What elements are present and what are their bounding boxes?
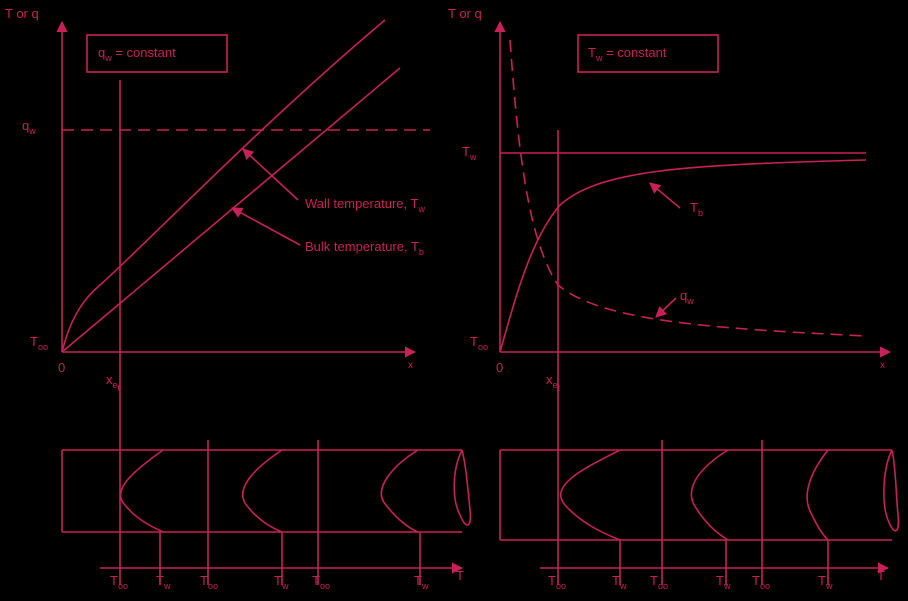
left-tick-tinf-1: Too bbox=[110, 573, 128, 591]
left-tick-tw-3: Tw bbox=[414, 573, 429, 591]
left-x-axis-label: x bbox=[408, 360, 413, 371]
right-t-axis-label: T bbox=[877, 568, 885, 583]
left-profile-2 bbox=[242, 449, 283, 533]
left-tick-tinf-2: Too bbox=[200, 573, 218, 591]
right-tick-tw-1: Tw bbox=[612, 573, 627, 591]
left-bulk-label: Bulk temperature, Tb bbox=[305, 239, 424, 257]
right-qw-leader bbox=[655, 297, 677, 318]
right-tb-label: Tb bbox=[690, 200, 703, 218]
left-profile-3 bbox=[380, 449, 419, 533]
right-tick-tinf-2: Too bbox=[650, 573, 668, 591]
right-tick-tw-3: Tw bbox=[818, 573, 833, 591]
left-qw-label: qw bbox=[22, 118, 36, 136]
left-wall-temperature-curve bbox=[61, 19, 386, 353]
left-panel: T or q x 0 qw = constant qw Too xet Wall… bbox=[5, 6, 472, 591]
right-tb-leader bbox=[649, 182, 681, 209]
left-origin-label: 0 bbox=[58, 360, 65, 375]
left-tick-tinf-3: Too bbox=[312, 573, 330, 591]
right-qw-curve bbox=[509, 39, 867, 337]
left-condition-label: qw = constant bbox=[98, 45, 176, 63]
left-tick-tw-2: Tw bbox=[274, 573, 289, 591]
left-tick-tw-1: Tw bbox=[156, 573, 171, 591]
left-bulk-leader bbox=[231, 207, 301, 246]
right-y-axis-label: T or q bbox=[448, 6, 482, 21]
right-tube bbox=[499, 449, 900, 541]
left-bulk-temperature-line bbox=[61, 67, 401, 353]
right-bulk-temperature-curve bbox=[499, 159, 867, 353]
right-profile-1 bbox=[559, 449, 621, 541]
right-panel: T or q x 0 Tw = constant Tw Too xet Tb q… bbox=[448, 6, 900, 591]
right-profile-3 bbox=[806, 449, 829, 541]
left-condition-box bbox=[86, 34, 228, 73]
right-xe-label: xet bbox=[546, 372, 561, 393]
left-t-inf-label: Too bbox=[30, 334, 48, 352]
left-t-axis-label: T bbox=[456, 568, 464, 583]
left-wall-leader bbox=[242, 148, 299, 201]
left-tube-tick-labels: Too Tw Too Tw Too Tw bbox=[110, 573, 429, 591]
right-tick-tw-2: Tw bbox=[716, 573, 731, 591]
right-condition-box bbox=[577, 34, 719, 73]
left-y-axis-label: T or q bbox=[5, 6, 39, 21]
right-tube-tick-labels: Too Tw Too Tw Too Tw bbox=[548, 573, 833, 591]
right-condition-label: Tw = constant bbox=[588, 45, 667, 63]
right-qw-curve-label: qw bbox=[680, 288, 694, 306]
left-profile-1 bbox=[119, 449, 164, 533]
left-wall-label: Wall temperature, Tw bbox=[305, 196, 425, 214]
left-tube bbox=[61, 449, 472, 533]
right-x-axis-label: x bbox=[880, 360, 885, 371]
right-profile-2 bbox=[690, 449, 729, 541]
right-tick-tinf-3: Too bbox=[752, 573, 770, 591]
right-origin-label: 0 bbox=[496, 360, 503, 375]
right-tw-label: Tw bbox=[462, 144, 477, 162]
right-tick-tinf-1: Too bbox=[548, 573, 566, 591]
left-xe-label: xet bbox=[106, 372, 121, 393]
right-t-inf-label: Too bbox=[470, 334, 488, 352]
